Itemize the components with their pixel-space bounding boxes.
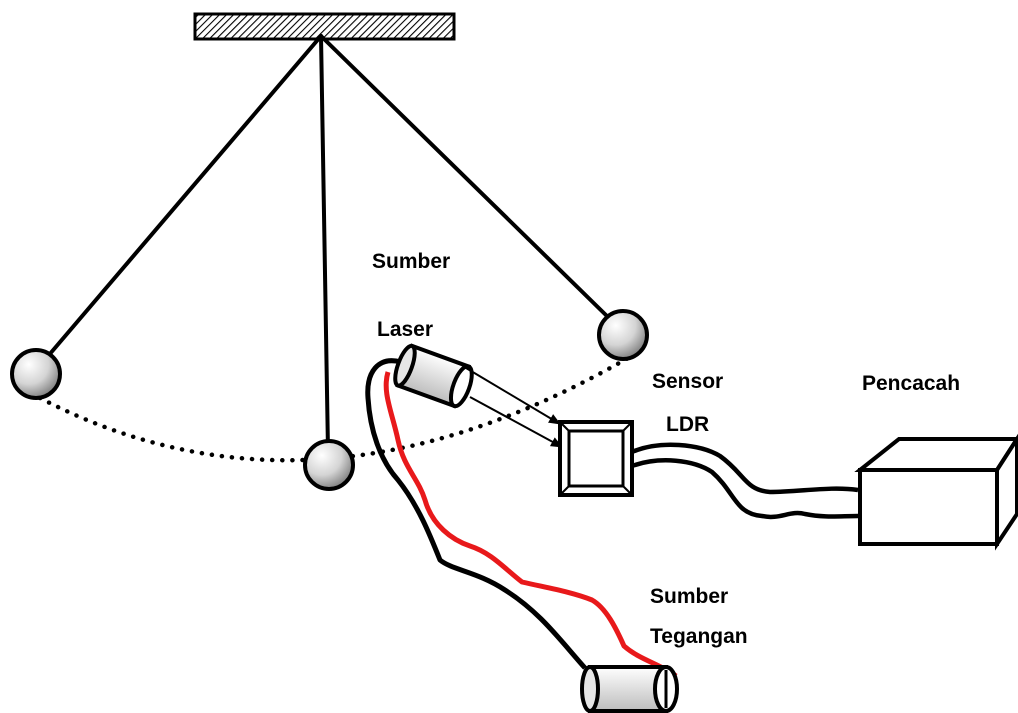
string-left [41,34,323,364]
label-counter: Pencacah [862,372,960,395]
counter-box [854,433,1018,551]
wire-red-laser [383,371,678,679]
sensor-cable [631,442,859,520]
laser-beam-upper [465,367,561,425]
string-center [319,34,330,453]
pendulum-bob-center [303,439,355,491]
ldr-sensor [558,420,634,497]
pendulum-bob-right [597,309,649,361]
wire-black-laser [365,358,587,670]
ceiling-support [193,12,456,41]
label-sensor-line1: Sensor [652,370,723,393]
laser-beam-lower [469,396,563,448]
label-laser-line1: Sumber [372,250,450,273]
label-sensor-line2: LDR [666,413,709,436]
label-voltage-line2: Tegangan [650,625,748,648]
voltage-source [580,665,679,713]
label-laser-line2: Laser [377,318,433,341]
laser-beams [465,367,563,448]
laser-source [393,343,474,409]
pendulum-bob-left [10,348,62,400]
string-right [319,34,613,322]
pendulum-strings [41,34,613,453]
label-voltage-line1: Sumber [650,585,728,608]
